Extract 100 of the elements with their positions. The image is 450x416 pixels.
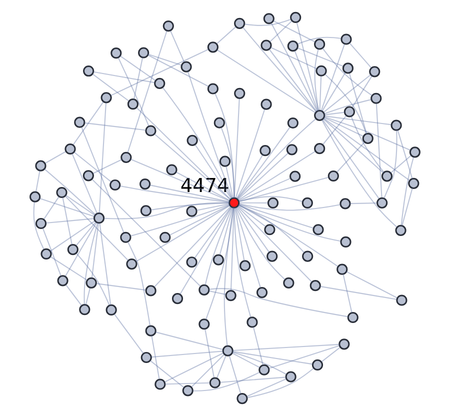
node-circle <box>260 145 271 156</box>
node-circle <box>258 364 270 376</box>
node-circle <box>186 206 198 217</box>
node-circle <box>214 117 225 128</box>
node-circle <box>287 117 298 129</box>
node-circle <box>347 312 358 324</box>
node-label: 4474 <box>180 174 230 198</box>
node-circle <box>302 197 313 209</box>
node-circle <box>340 198 351 210</box>
node-circle <box>56 186 68 198</box>
connector <box>127 30 168 153</box>
node-circle <box>35 218 47 230</box>
node-circle <box>264 224 276 236</box>
node-circle <box>314 143 326 154</box>
node-circle <box>396 294 408 306</box>
node-circle <box>64 143 76 155</box>
node-circle <box>120 152 132 163</box>
node-circle <box>110 179 121 191</box>
node-circle <box>312 224 324 236</box>
node-circle <box>180 61 192 72</box>
node-circle <box>74 116 86 128</box>
node-circle <box>120 232 132 243</box>
node-circle <box>110 48 122 59</box>
node-circle <box>228 197 240 208</box>
node-circle <box>240 260 251 272</box>
node-circle <box>30 191 41 202</box>
node-circle <box>145 325 156 336</box>
node-circle <box>79 304 90 316</box>
connector <box>350 116 384 172</box>
node-circle <box>310 280 321 292</box>
node-circle <box>283 277 294 288</box>
node-circle <box>234 88 246 99</box>
node-circle <box>160 232 171 243</box>
node-circle <box>286 144 298 156</box>
node-circle <box>207 83 218 94</box>
node-circle <box>340 236 352 248</box>
node-circle <box>395 224 406 236</box>
node-circle <box>260 98 272 110</box>
node-circle <box>222 345 234 356</box>
node-circle <box>35 160 46 172</box>
node-circle <box>302 250 314 262</box>
node-circle <box>166 164 178 176</box>
node-circle <box>162 20 174 32</box>
node-circle <box>126 258 138 270</box>
node-circle <box>198 284 210 296</box>
node-circle <box>225 290 236 302</box>
node-circle <box>145 125 156 136</box>
node-circle <box>285 371 296 382</box>
node-circle <box>314 38 326 50</box>
connector <box>170 204 230 236</box>
connector <box>110 48 209 96</box>
node-circle <box>186 134 198 146</box>
node-circle <box>246 316 258 328</box>
node-circle <box>312 359 324 370</box>
node-circle <box>198 318 210 330</box>
node-circle <box>390 120 402 131</box>
node-circle <box>328 170 339 182</box>
node-circle <box>93 212 105 224</box>
node-circle <box>154 78 166 89</box>
connector <box>72 101 104 146</box>
node-circle <box>67 244 78 256</box>
connector <box>72 153 98 214</box>
node-circle <box>140 352 152 364</box>
node-circle <box>186 256 198 268</box>
node-circle <box>207 42 218 53</box>
connector <box>322 48 372 96</box>
connector <box>162 87 232 199</box>
node-circle <box>338 338 350 350</box>
node-circle <box>287 40 298 52</box>
node-circle <box>256 287 268 298</box>
node-circle <box>267 197 279 208</box>
node-circle <box>86 277 97 288</box>
node-circle <box>236 393 248 404</box>
node-circle <box>83 65 94 77</box>
node-circle <box>370 92 382 104</box>
node-circle <box>408 178 420 189</box>
node-circle <box>362 132 374 144</box>
connector <box>136 107 231 200</box>
node-circle <box>263 13 274 24</box>
node-circle <box>234 18 246 29</box>
node-circle <box>212 254 224 266</box>
node-circle <box>344 106 355 118</box>
node-circle <box>369 66 380 78</box>
node-circle <box>145 285 156 296</box>
node-circle <box>100 92 112 104</box>
connector <box>194 144 232 200</box>
node-circle <box>290 12 302 23</box>
node-circle <box>154 378 166 390</box>
node-circle <box>106 304 117 316</box>
node-circle <box>314 110 326 121</box>
node-circle <box>340 34 352 45</box>
connector <box>192 372 260 392</box>
connector <box>322 119 380 200</box>
node-circle <box>266 250 278 262</box>
node-circle <box>290 170 301 182</box>
node-circle <box>40 248 52 260</box>
node-circle <box>336 264 348 275</box>
node-circle <box>138 47 150 58</box>
node-circle <box>82 170 94 182</box>
node-circle <box>342 62 354 74</box>
